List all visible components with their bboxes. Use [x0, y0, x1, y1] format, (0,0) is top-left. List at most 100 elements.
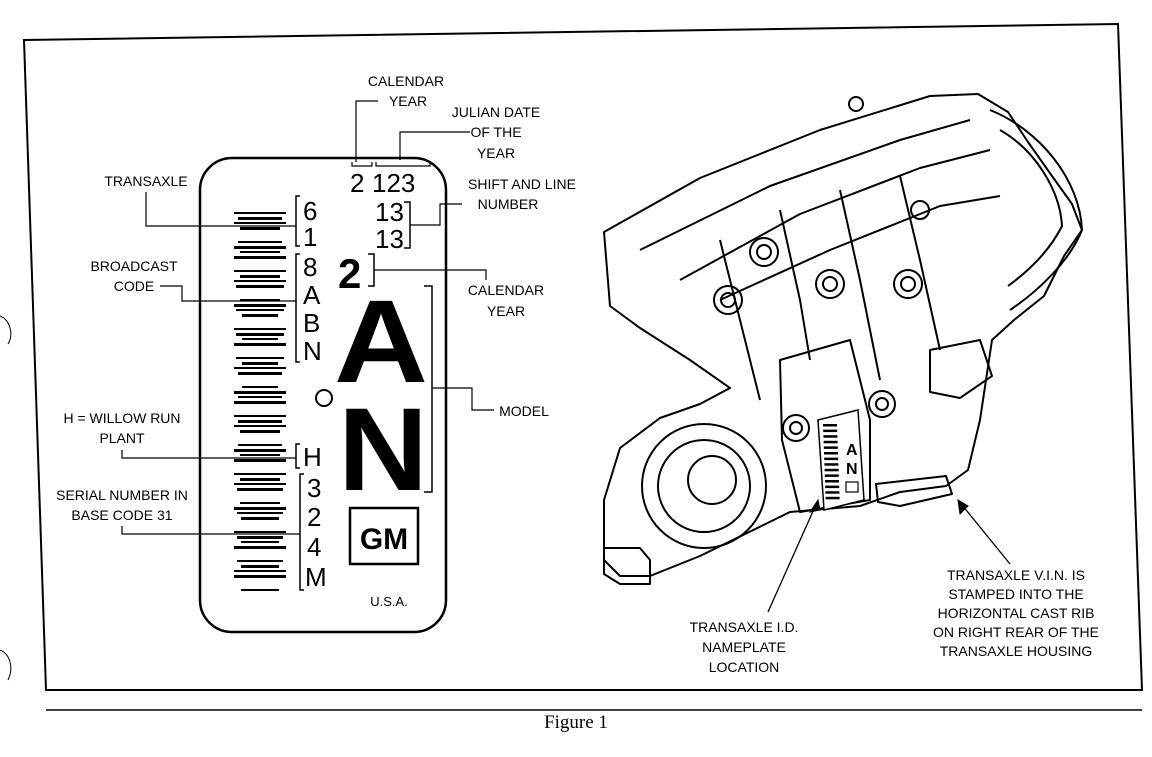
id-nameplate: 6 1 8 A B N H 3 2 4 M 2 123 13 13 2 A N …: [198, 156, 448, 634]
barcode-bar: [234, 570, 286, 572]
barcode-bar: [234, 575, 286, 578]
barcode-bar: [238, 241, 282, 243]
barcode-bar: [242, 338, 278, 340]
barcode-bar: [240, 299, 280, 301]
callout-id-l1: TRANSAXLE I.D.: [690, 619, 799, 635]
callout-serial-l1: SERIAL NUMBER IN: [56, 487, 188, 503]
plate-serial-3: 4: [307, 532, 321, 562]
plate-plant-char: H: [303, 442, 322, 472]
barcode-bar: [236, 309, 284, 311]
barcode: [234, 212, 286, 591]
housing-top-ridge: [639, 119, 971, 251]
mini-barcode-bar: [824, 474, 839, 477]
gm-logo-box: [348, 506, 420, 566]
boss-6: [868, 390, 896, 418]
barcode-bar: [242, 386, 278, 388]
plate-country: U.S.A.: [370, 594, 408, 609]
leader-transaxle: [145, 192, 296, 227]
barcode-bar: [234, 212, 286, 214]
callout-vin-l4: ON RIGHT REAR OF THE: [933, 624, 1099, 640]
boss-1: [713, 285, 743, 315]
bracket-broadcast: [295, 253, 300, 363]
mini-barcode-bar: [824, 468, 839, 472]
callout-calendar-year-right: CALENDAR YEAR: [374, 269, 544, 319]
barcode-bar: [234, 391, 286, 394]
callout-id-location: TRANSAXLE I.D. NAMEPLATE LOCATION: [690, 498, 821, 675]
mini-barcode-bar: [824, 452, 838, 455]
barcode-bar: [234, 415, 286, 417]
barcode-bar: [238, 372, 282, 375]
plate-julian-digits: 123: [372, 168, 415, 198]
callout-calendar-year-top: CALENDAR YEAR: [351, 73, 444, 167]
plate-calendar-year-big: 2: [338, 250, 361, 297]
callout-vin-l3: HORIZONTAL CAST RIB: [938, 605, 1095, 621]
barcode-bar: [234, 343, 286, 346]
barcode-bar: [237, 488, 283, 491]
leader-shift-line: [410, 203, 462, 226]
boss-3: [815, 269, 845, 299]
mini-barcode-bar: [825, 485, 840, 489]
barcode-bar: [234, 473, 286, 475]
leader-willow-run: [121, 450, 296, 459]
barcode-bar: [236, 357, 284, 359]
mini-barcode-bar: [823, 446, 838, 449]
barcode-bar: [234, 270, 286, 272]
callout-shift-l2: NUMBER: [478, 196, 539, 212]
mini-barcode-bar: [823, 429, 838, 433]
barcode-bar: [237, 536, 283, 539]
barcode-bar: [234, 280, 286, 282]
plate-char-2: 1: [303, 222, 317, 252]
boss-5: [782, 414, 810, 442]
drive-flange-mid: [657, 439, 751, 533]
figure-caption: Figure 1: [544, 712, 608, 733]
callout-shift-l1: SHIFT AND LINE: [468, 176, 576, 192]
mini-gm-logo: [845, 481, 859, 493]
boss-4: [893, 269, 923, 299]
bracket-model: [424, 285, 433, 493]
barcode-bar: [234, 256, 286, 259]
plate-shift-line-1: 13: [375, 197, 404, 227]
tick-julian: [375, 162, 431, 167]
mini-nameplate-outline: [817, 409, 865, 511]
leader-julian: [399, 131, 470, 160]
barcode-bar: [240, 502, 280, 504]
mini-barcode-bar: [825, 491, 840, 494]
barcode-bar: [240, 251, 280, 253]
barcode-bar: [238, 420, 282, 423]
binder-hole-bottom: [0, 649, 12, 681]
callout-willow-l2: PLANT: [99, 430, 145, 446]
barcode-bar: [234, 507, 286, 510]
callout-vin-l2: STAMPED INTO THE: [948, 586, 1083, 602]
barcode-bar: [234, 546, 286, 549]
leader-broadcast: [160, 285, 296, 302]
barcode-bar: [237, 560, 283, 562]
barcode-bar: [236, 285, 284, 288]
drive-flange-outer: [641, 423, 767, 549]
callout-vin-l1: TRANSAXLE V.I.N. IS: [947, 567, 1085, 583]
binder-hole-top: [0, 315, 12, 345]
gm-logo: GM: [360, 523, 408, 556]
mini-barcode-bar: [823, 424, 837, 427]
plate-char-1: 6: [303, 196, 317, 226]
plate-rivet-hole: [315, 389, 333, 407]
housing-rib-2: [779, 209, 811, 361]
barcode-bar: [242, 314, 278, 317]
leader-vin-note: [957, 499, 1011, 565]
housing-top-ridge-2: [679, 149, 991, 281]
plate-model-letter-a: A: [334, 276, 428, 408]
barcode-bar: [234, 459, 286, 462]
callout-serial-l2: BASE CODE 31: [71, 507, 172, 523]
mini-model-letter-n: N: [846, 461, 858, 478]
leader-id-location: [767, 499, 819, 613]
drive-flange-inner: [687, 455, 737, 505]
mini-barcode-bar: [824, 457, 839, 461]
mini-barcode-bar: [825, 496, 840, 500]
arrow-vin-note: [957, 499, 969, 516]
plate-serial-1: 3: [307, 473, 321, 503]
callout-broadcast-l1: BROADCAST: [90, 258, 178, 274]
leader-calendar-year-top: [355, 100, 378, 162]
barcode-bar: [234, 367, 286, 369]
boss-8: [848, 96, 864, 112]
callout-transaxle: TRANSAXLE: [104, 173, 296, 227]
